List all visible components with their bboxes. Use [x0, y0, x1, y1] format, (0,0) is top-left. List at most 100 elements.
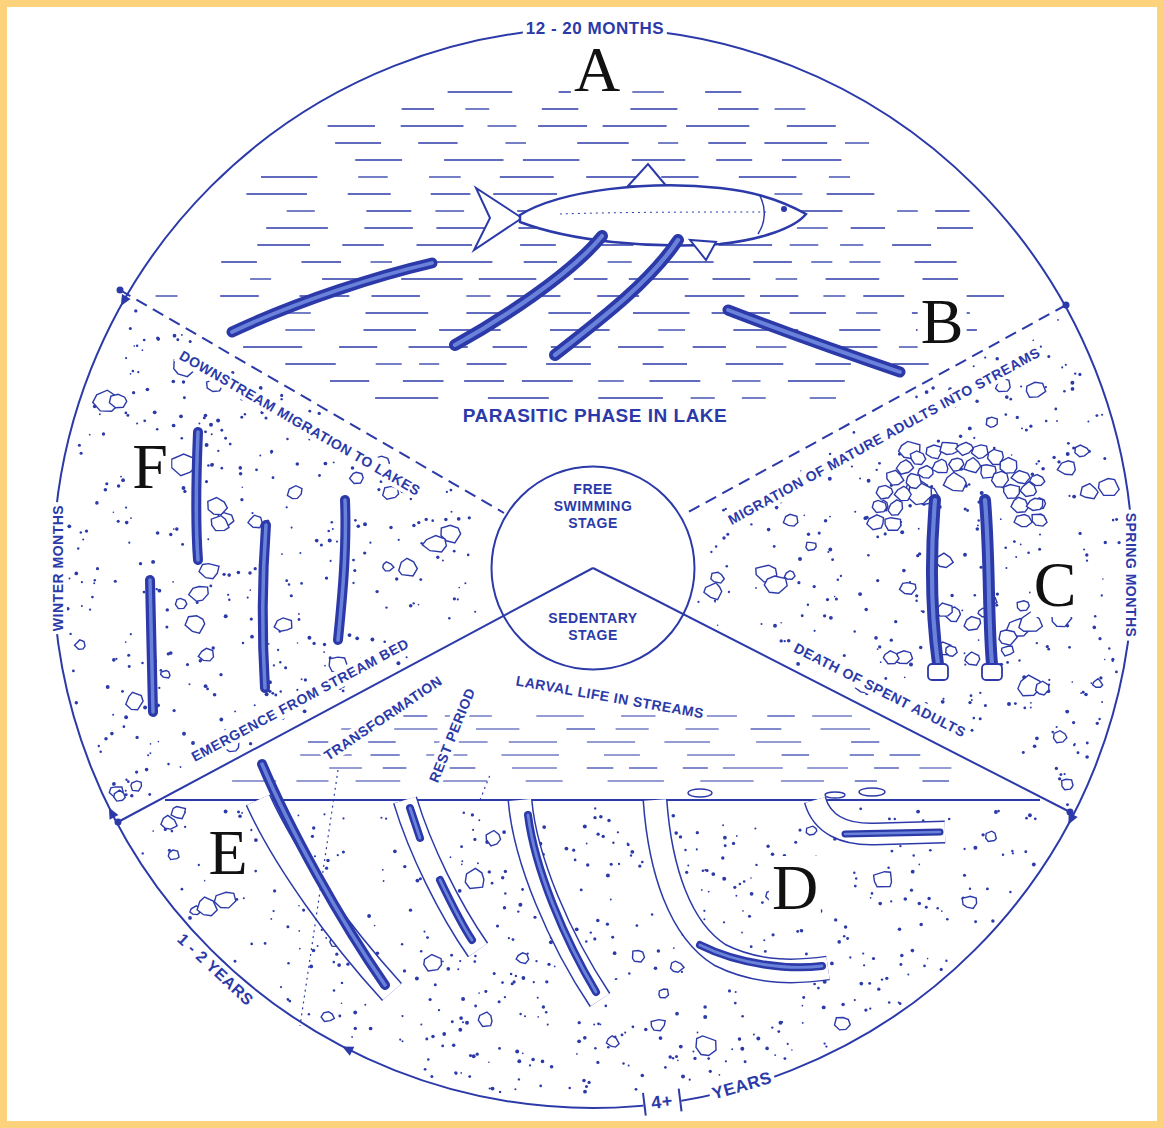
gravel-dot [826, 598, 829, 601]
burrow-wall [815, 800, 945, 834]
sector-letter: D [769, 856, 821, 920]
lamprey-body [338, 500, 345, 640]
gravel-dot [1048, 679, 1050, 681]
gravel-dot [273, 664, 275, 666]
gravel-dot [590, 931, 592, 933]
fish-body [520, 185, 806, 245]
gravel-dot [420, 950, 423, 953]
gravel-dot [241, 812, 243, 814]
gravel-dot [1086, 742, 1089, 745]
gravel-dot [423, 931, 425, 933]
gravel-dot [915, 599, 918, 602]
water-dash [538, 125, 587, 126]
gravel-dot [104, 737, 107, 740]
gravel-dot [900, 954, 904, 958]
gravel-dot [1101, 701, 1103, 703]
gravel-dot [774, 1054, 776, 1056]
gravel-dot [611, 936, 614, 939]
water-dash [643, 363, 687, 364]
gravel-dot [878, 462, 881, 465]
gravel-dot [828, 548, 832, 552]
gravel-dot [453, 597, 456, 600]
season-label: WINTER MONTHS [49, 502, 67, 634]
gravel-dot [602, 835, 605, 838]
gravel-dot [542, 1005, 545, 1008]
gravel-dot [337, 854, 339, 856]
gravel-dot [923, 965, 926, 968]
water-dash [850, 261, 881, 262]
gravel-dot [829, 516, 831, 518]
gravel-dot [478, 992, 480, 994]
gravel-dot [575, 927, 579, 931]
fish-tail [474, 188, 522, 250]
gravel-dot [241, 486, 243, 488]
gravel-dot [146, 388, 150, 392]
gravel-dot [765, 1047, 769, 1051]
leaf [859, 788, 885, 796]
water-dash [683, 767, 708, 768]
water-dash [329, 767, 362, 768]
gravel-dot [166, 608, 169, 611]
gravel-dot [542, 825, 546, 829]
gravel-dot [1066, 803, 1069, 806]
water-dash [383, 767, 407, 768]
gravel-dot [659, 1036, 663, 1040]
gravel-stone [516, 953, 529, 964]
gravel-dot [323, 651, 325, 653]
gravel-dot [444, 518, 447, 521]
gravel-stone [885, 518, 901, 531]
gravel-dot [327, 530, 330, 533]
water-dash [364, 227, 413, 228]
gravel-dot [1046, 645, 1049, 648]
gravel-dot [204, 430, 207, 433]
water-dash [782, 754, 810, 755]
water-dash [328, 125, 375, 126]
gravel-dot [1078, 373, 1081, 376]
gravel-dot [1074, 372, 1076, 374]
gravel-dot [493, 972, 496, 975]
gravel-dot [867, 554, 870, 557]
gravel-dot [521, 888, 524, 891]
gravel-stone [198, 648, 213, 661]
gravel-dot [696, 831, 699, 834]
gravel-dot [580, 888, 583, 891]
gravel-stone [199, 564, 219, 579]
gravel-dot [438, 1009, 440, 1011]
gravel-dot [929, 849, 932, 852]
gravel-dot [473, 960, 476, 963]
gravel-dot [606, 923, 609, 926]
gravel-dot [153, 410, 157, 414]
gravel-dot [441, 1044, 444, 1047]
gravel-dot [1099, 676, 1102, 679]
gravel-dot [723, 921, 725, 923]
gravel-stone [321, 1012, 334, 1022]
gravel-dot [99, 413, 101, 415]
gravel-dot [973, 717, 976, 720]
gravel-dot [338, 1015, 341, 1018]
gravel-dot [927, 897, 930, 900]
lamprey-body [700, 945, 822, 967]
gravel-dot [1077, 751, 1080, 754]
gravel-dot [807, 533, 810, 536]
gravel-stone [1020, 482, 1036, 497]
gravel-dot [568, 1087, 571, 1090]
gravel-stone [806, 826, 817, 835]
gravel-dot [80, 531, 82, 533]
gravel-dot [250, 635, 254, 639]
burrow-tube [405, 800, 478, 950]
gravel-dot [1112, 660, 1114, 662]
gravel-dot [182, 380, 185, 383]
gravel-dot [1115, 670, 1118, 673]
gravel-dot [209, 584, 212, 587]
gravel-dot [780, 639, 783, 642]
gravel-dot [585, 1085, 588, 1088]
gravel-dot [446, 491, 448, 493]
gravel-dot [725, 508, 727, 510]
water-dash [618, 346, 664, 347]
water-dash [726, 363, 784, 364]
gravel-dot [450, 856, 452, 858]
gravel-dot [442, 560, 444, 562]
gravel-dot [224, 437, 227, 440]
stage-circle: FREE SWIMMING STAGESEDENTARY STAGE [490, 465, 696, 671]
